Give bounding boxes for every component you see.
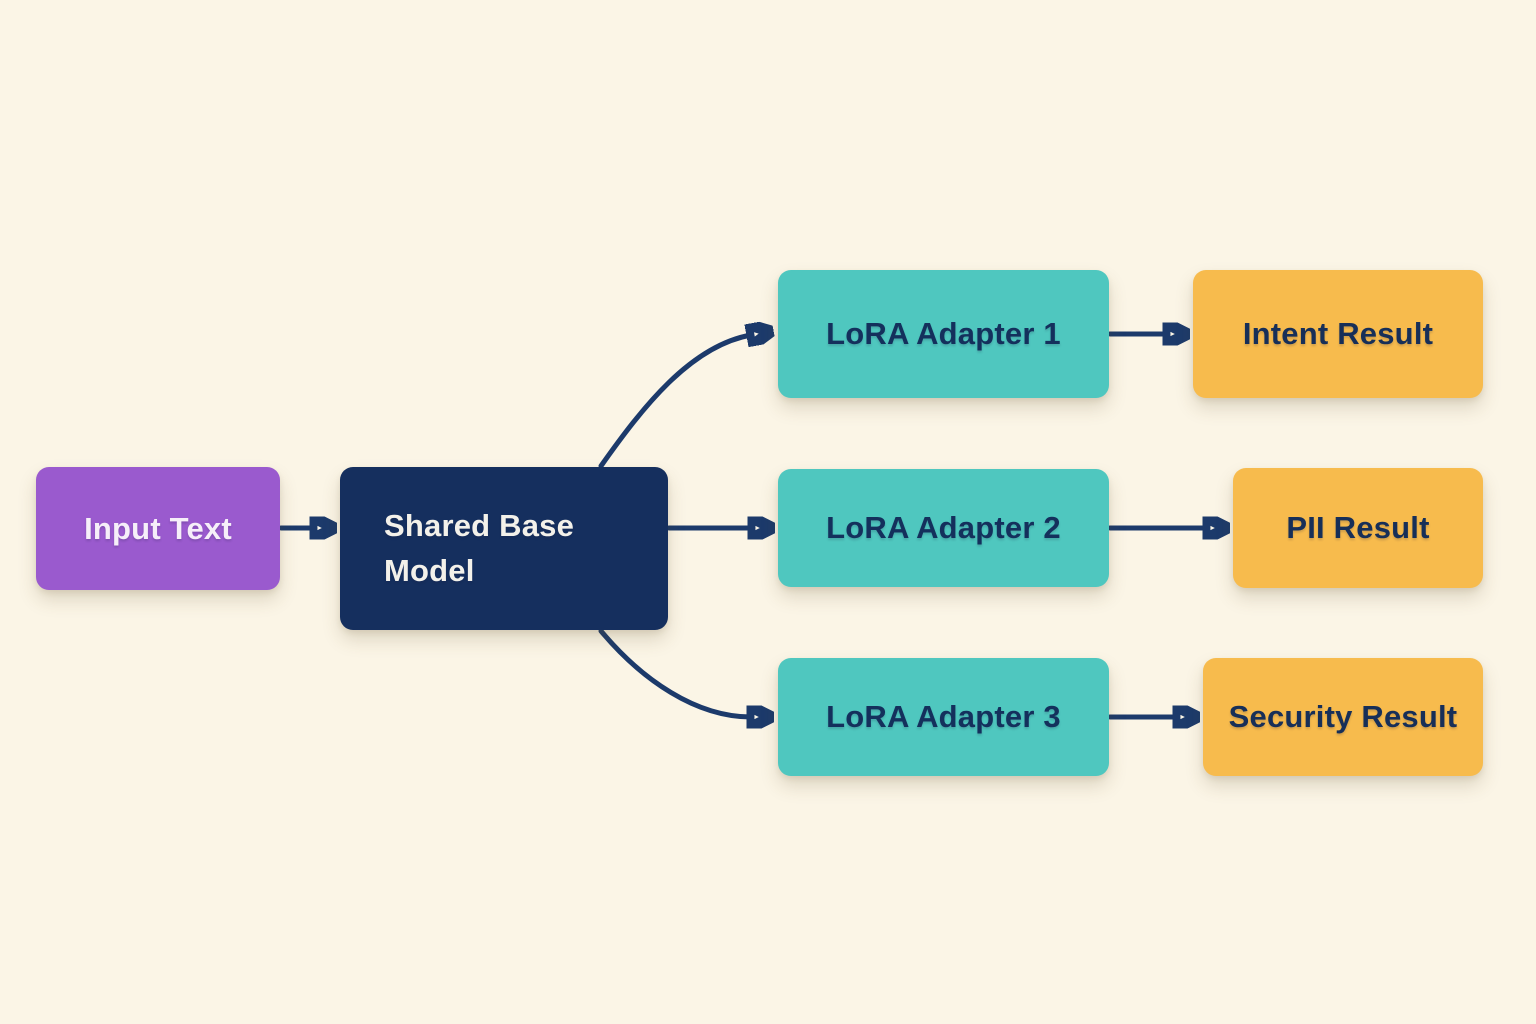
node-lora-adapter-3: LoRA Adapter 3 [778,658,1109,776]
node-intent-result: Intent Result [1193,270,1483,398]
node-lora-adapter-1-label: LoRA Adapter 1 [826,316,1061,351]
node-lora-adapter-2-label: LoRA Adapter 2 [826,510,1061,545]
node-pii-result-label: PII Result [1286,510,1430,545]
edge-base-to-adapter3 [598,628,751,717]
node-shared-base-model-label: Shared Base Model [384,508,575,588]
edge-base-to-adapter1 [598,335,751,469]
node-intent-result-label: Intent Result [1242,316,1434,351]
node-security-result-label: Security Result [1228,699,1458,734]
node-lora-adapter-1: LoRA Adapter 1 [778,270,1109,398]
node-shared-base-model: Shared Base Model [340,467,668,630]
node-lora-adapter-3-label: LoRA Adapter 3 [826,699,1061,734]
node-security-result: Security Result [1203,658,1483,776]
node-input-text: Input Text [36,467,280,590]
node-input-text-label: Input Text [84,510,232,546]
node-pii-result: PII Result [1233,468,1483,588]
node-lora-adapter-2: LoRA Adapter 2 [778,469,1109,587]
